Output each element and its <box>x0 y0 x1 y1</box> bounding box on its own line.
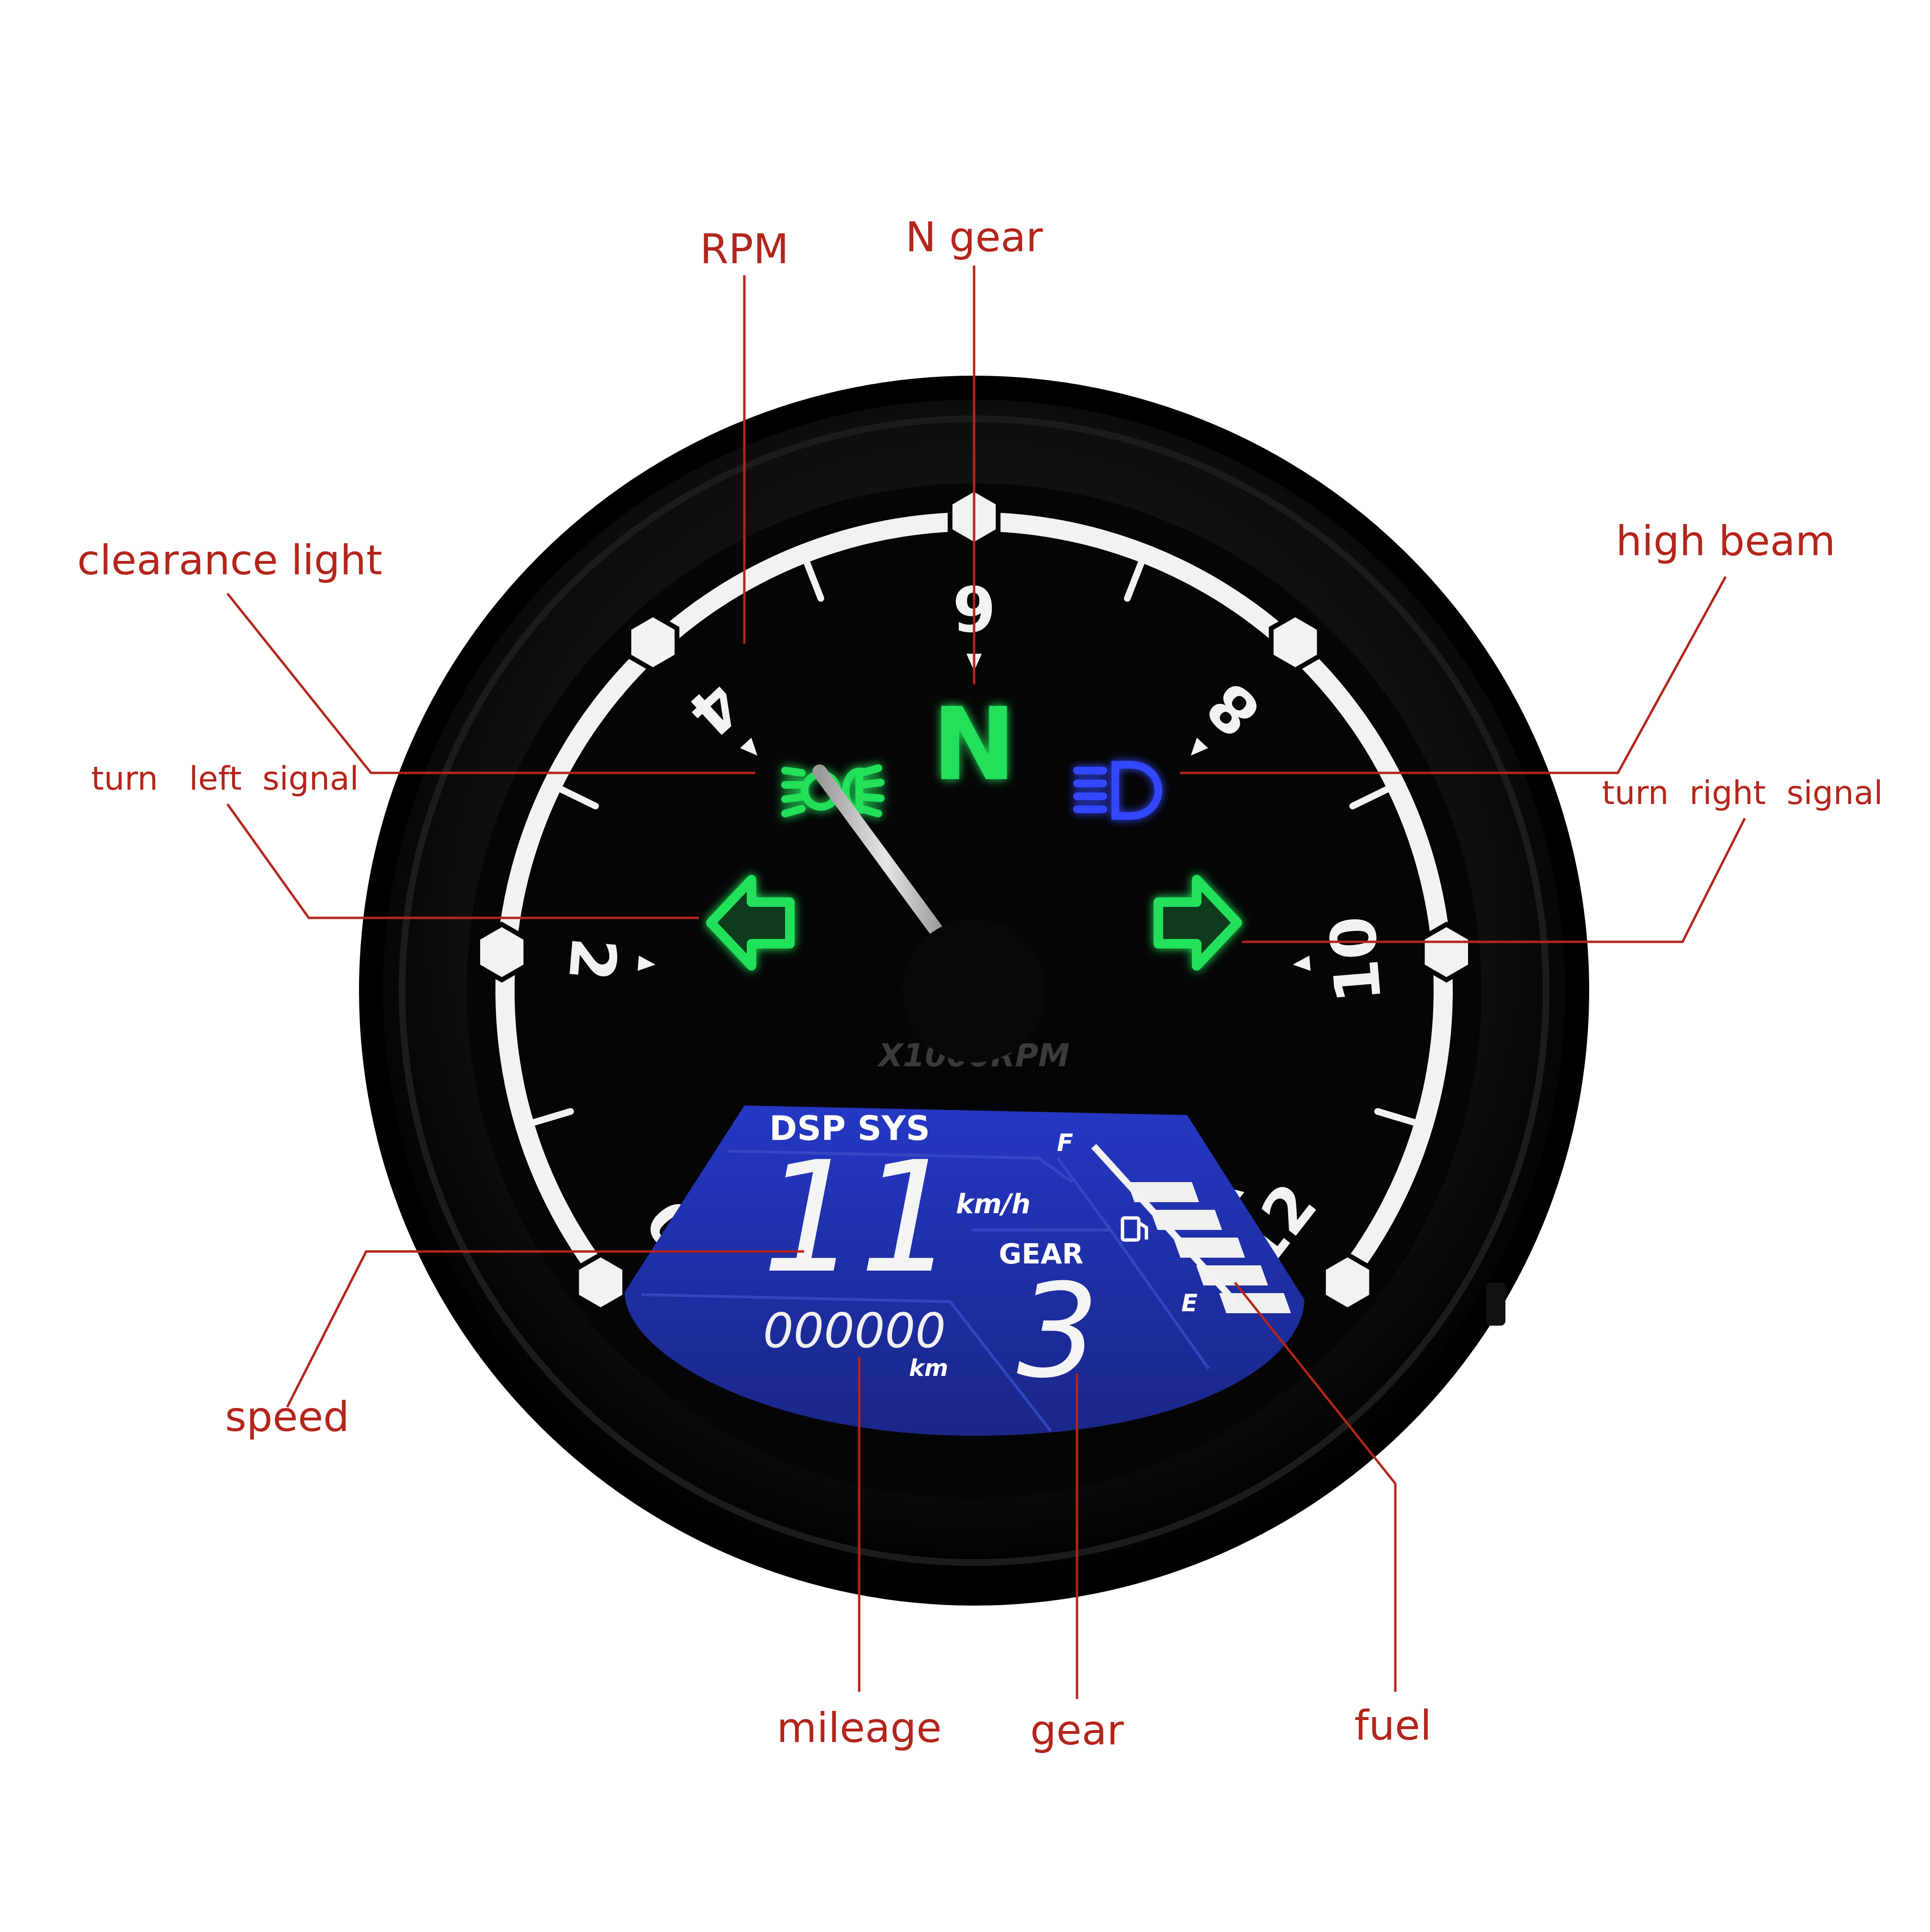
callout-speed: speed <box>225 1393 349 1441</box>
scale-minor-tick <box>803 559 824 602</box>
leader-clearance-light <box>226 592 755 774</box>
callout-turn-right-signal: turn right signal <box>1602 774 1883 812</box>
callout-rpm: RPM <box>700 225 789 273</box>
indicator-lights: N <box>706 686 1242 971</box>
scale-minor-tick <box>558 786 599 810</box>
scale-major-marker <box>1321 1251 1374 1313</box>
fuel-full-label: F <box>1057 1129 1073 1157</box>
rpm-needle-bar <box>812 764 960 960</box>
leader-turn-right <box>1242 817 1746 943</box>
scale-minor-tick <box>530 1108 574 1126</box>
clearance-light-icon <box>781 764 885 817</box>
leader-high-beam <box>1180 576 1727 774</box>
fuel-gauge-edge <box>1091 1144 1238 1304</box>
lcd-brand: DSP SYS <box>769 1109 930 1148</box>
scale-pointer-mark <box>1292 955 1311 971</box>
leader-speed <box>286 1250 804 1408</box>
scale-major-marker <box>574 1251 628 1313</box>
fuel-bar <box>1219 1293 1291 1313</box>
scale-pointer-mark <box>1190 737 1208 756</box>
lcd-display: DSP SYS 11 km/h GEAR 3 000000 km F E <box>625 1106 1304 1436</box>
scale-minor-tick <box>1374 1108 1418 1126</box>
callout-clearance-light: clearance light <box>77 536 382 584</box>
turn-right-arrow-icon <box>1154 875 1242 971</box>
callout-gear: gear <box>1030 1707 1124 1754</box>
scale-major-marker <box>626 612 680 673</box>
leader-fuel <box>1234 1282 1397 1692</box>
callout-leaders <box>226 266 1746 1699</box>
scale-pointer-mark <box>638 955 656 971</box>
speed-readout: 11 <box>762 1129 956 1307</box>
scale-minor-tick <box>1124 559 1145 602</box>
fuel-empty-label: E <box>1181 1289 1198 1317</box>
gear-label: GEAR <box>999 1238 1084 1270</box>
fuel-pump-icon <box>1121 1216 1148 1242</box>
fuel-gauge-bars <box>1127 1182 1291 1313</box>
high-beam-icon <box>1073 761 1162 820</box>
callout-labels: RPM N gear clearance light high beam tur… <box>77 213 1883 1754</box>
scale-label: 2 <box>554 935 630 984</box>
scale-minor-tick <box>1349 786 1391 810</box>
lcd-segment-lines <box>641 1150 1210 1432</box>
speed-unit: km/h <box>956 1189 1031 1220</box>
callout-fuel: fuel <box>1354 1702 1432 1750</box>
neutral-gear-indicator: N <box>932 686 1016 803</box>
scale-label: 10 <box>1316 914 1395 1006</box>
odometer-readout: 000000 <box>763 1303 946 1359</box>
odometer-unit: km <box>909 1355 948 1382</box>
callout-mileage: mileage <box>777 1704 942 1752</box>
fuel-bar <box>1127 1182 1199 1202</box>
gear-readout: 3 <box>1017 1256 1099 1407</box>
scale-major-marker <box>1420 921 1473 983</box>
turn-left-arrow-icon <box>706 875 795 971</box>
rpm-scale-ring <box>475 486 1473 1313</box>
needle-hub <box>902 919 1046 1062</box>
callout-n-gear: N gear <box>905 213 1043 261</box>
bezel-clip <box>1486 1283 1505 1326</box>
scale-major-marker <box>475 921 528 983</box>
scale-major-marker <box>1268 612 1322 673</box>
callout-high-beam: high beam <box>1616 517 1836 565</box>
scale-pointer-mark <box>740 737 758 756</box>
rpm-needle <box>812 764 1046 1062</box>
leader-turn-left <box>226 803 699 919</box>
callout-turn-left-signal: turn left signal <box>91 760 359 798</box>
